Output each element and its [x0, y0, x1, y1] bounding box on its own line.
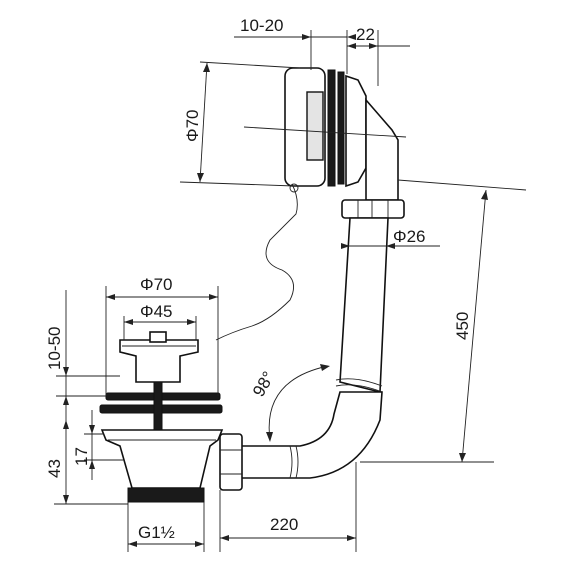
dim-arrow [63, 495, 69, 504]
overflow-inner-cap [306, 91, 324, 161]
dim-pipe-angle: 98° [249, 364, 330, 442]
dim-overflow-diameter: Φ70 [179, 61, 301, 187]
dim-label-thread: G1½ [138, 523, 175, 542]
dim-flange-height: 17 [72, 410, 124, 480]
dim-overflow-offset: 22 [347, 25, 410, 86]
pipe-break-3 [289, 445, 293, 479]
bath-seal-top [105, 392, 221, 401]
dim-arrow [89, 460, 95, 469]
dim-arrow [63, 367, 69, 376]
dim-arrow [209, 294, 218, 300]
dim-label-horizontal-length: 220 [270, 515, 298, 534]
dim-label-strainer-outer-diameter: Φ70 [140, 275, 172, 294]
waste-union-nut [219, 433, 243, 491]
dim-arrow [320, 364, 330, 371]
dim-ext-line [199, 61, 301, 69]
dim-arrow [195, 541, 204, 547]
dim-arrow [63, 420, 69, 429]
dim-line [461, 189, 487, 463]
pipe-break-2 [335, 384, 383, 393]
plug-chain [215, 183, 298, 341]
dim-arrow [197, 173, 204, 182]
dim-label-overflow-offset: 22 [356, 25, 375, 44]
dim-arrow [386, 243, 395, 249]
dim-label-overflow-depth: 10-20 [240, 16, 283, 35]
dim-label-body-height: 43 [45, 459, 64, 478]
dim-label-pipe-diameter: Φ26 [393, 227, 425, 246]
plug-knob [149, 331, 167, 343]
union-nut-body [341, 199, 405, 219]
dim-arrow [106, 294, 115, 300]
overflow-centerline [243, 126, 407, 138]
overflow-union-nut [341, 199, 405, 219]
dim-arrow [187, 319, 196, 325]
dim-strainer-diameters: Φ70 Φ45 [105, 275, 219, 396]
dim-label-height: 450 [453, 312, 472, 340]
dim-label-strainer-inner-diameter: Φ45 [140, 302, 172, 321]
dim-line [199, 62, 208, 183]
dim-arrow [266, 432, 273, 442]
dim-body-height: 43 [45, 420, 128, 505]
dim-pipe-diameter: Φ26 [341, 227, 440, 249]
dim-arrow [347, 34, 356, 40]
dim-label-flange-height: 17 [72, 447, 91, 466]
overflow-housing [345, 74, 367, 188]
dim-arrow [369, 43, 378, 49]
dim-arrow [347, 43, 356, 49]
dim-arrow [128, 541, 137, 547]
overflow-elbow [365, 97, 399, 201]
strainer-plug [119, 339, 199, 383]
dim-height: 450 [360, 179, 527, 463]
angle-arc [268, 365, 329, 441]
overflow-gasket-1 [327, 69, 336, 187]
dim-ext-line [397, 179, 527, 191]
pipe-break-4 [295, 445, 299, 479]
dim-arrow [341, 243, 350, 249]
dim-overflow-depth: 10-20 [234, 16, 356, 74]
strainer-thread [127, 487, 205, 503]
waste-strainer [99, 331, 224, 503]
dim-arrow [124, 319, 133, 325]
dim-horizontal-length: 220 [219, 462, 357, 552]
pipe-bend [239, 391, 383, 479]
dim-arrow [481, 190, 488, 200]
overflow-gasket-2 [337, 71, 345, 185]
dim-arrow [347, 535, 356, 541]
dim-label-pipe-angle: 98° [249, 368, 278, 400]
strainer-body [100, 429, 224, 489]
strainer-spindle [153, 381, 163, 433]
chain-ring [289, 183, 299, 193]
overflow-head [243, 67, 407, 201]
dim-thread: G1½ [127, 502, 205, 552]
dim-label-strainer-height: 10-50 [45, 327, 64, 370]
dim-arrow [63, 396, 69, 405]
dim-ext-line [179, 181, 295, 187]
dim-arrow [203, 63, 210, 72]
dim-arrow [302, 34, 311, 40]
vertical-pipe-body [339, 217, 389, 394]
dim-strainer-height: 10-50 [45, 290, 120, 420]
pipe-break-1 [335, 378, 383, 387]
dim-arrow [89, 425, 95, 434]
horizontal-pipe [219, 391, 383, 491]
dim-arrow [220, 535, 229, 541]
dim-arrow [459, 453, 466, 462]
dim-label-overflow-diameter: Φ70 [183, 110, 202, 142]
